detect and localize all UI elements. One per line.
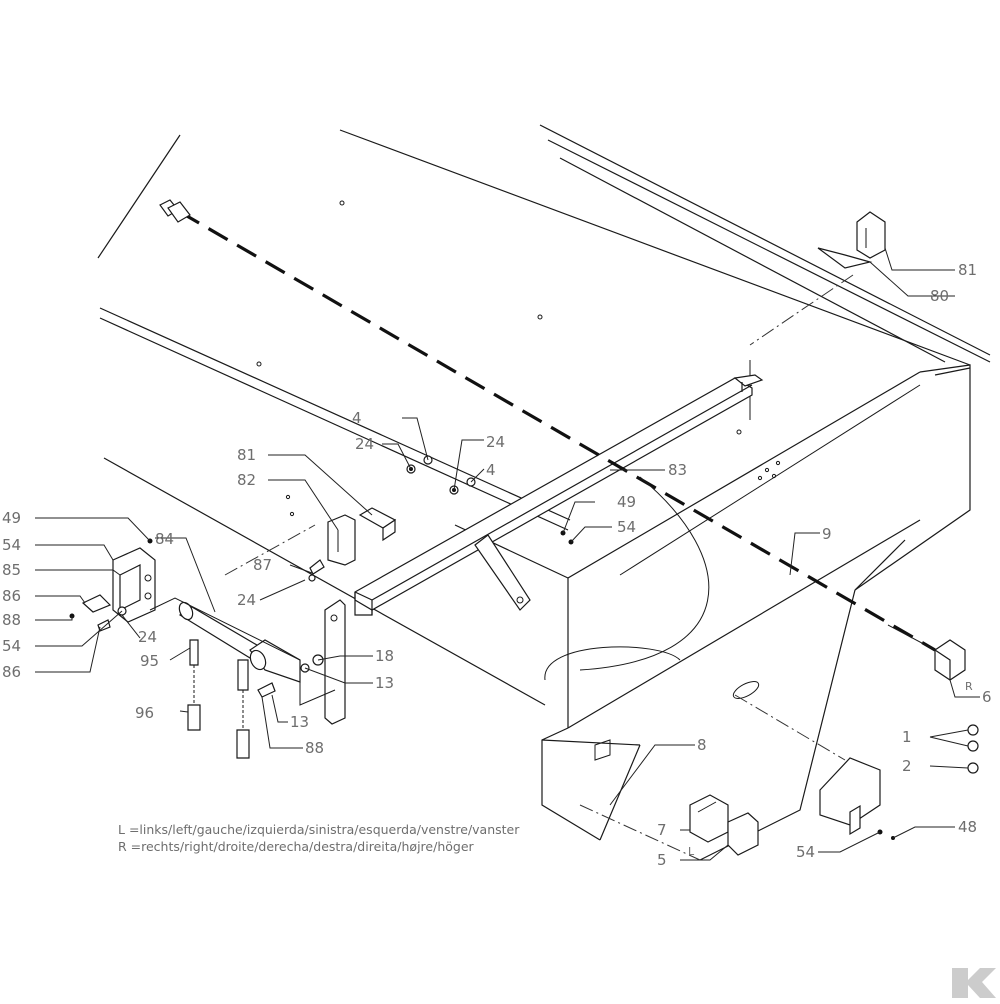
callout-84: 85 (2, 561, 21, 579)
callout-4: 4 (352, 409, 362, 427)
callout-96: 96 (135, 704, 154, 722)
callout-leaders (35, 247, 980, 861)
callout-49: 49 (617, 493, 636, 511)
callout-54: 54 (2, 637, 21, 655)
callout-6-right-marker: R (965, 680, 973, 693)
bracket-81-center (327, 507, 397, 566)
legend-right: R =rechts/right/droite/derecha/destra/di… (118, 839, 475, 854)
callout-24: 24 (355, 435, 374, 453)
shaft-centerline (179, 210, 936, 652)
callout-4: 4 (486, 461, 496, 479)
drive-tube-82 (354, 374, 764, 616)
callout-5: 5 (657, 851, 667, 869)
lamp-left-5 (594, 739, 759, 856)
callout-83: 84 (155, 530, 174, 548)
callout-54: 54 (617, 518, 636, 536)
callout-54: 54 (2, 536, 21, 554)
legend-left: L =links/left/gauche/izquierda/sinistra/… (118, 822, 520, 837)
callout-8: 8 (697, 736, 707, 754)
callout-labels: 4 24 24 4 49 54 9 81 80 81 82 83 84 49 5… (2, 261, 992, 869)
callout-13: 13 (290, 713, 309, 731)
callout-24: 24 (237, 591, 256, 609)
callout-13: 13 (375, 674, 394, 692)
callout-9: 9 (822, 525, 832, 543)
callout-87: 88 (2, 611, 21, 629)
callout-2: 2 (902, 757, 912, 775)
callout-95: 95 (140, 652, 159, 670)
side-legend: L =links/left/gauche/izquierda/sinistra/… (118, 822, 520, 854)
left-bracket-84 (81, 547, 156, 623)
reflector-bracket (819, 757, 881, 836)
assembly-centerlines (224, 274, 854, 861)
pivot-tube-83 (149, 597, 336, 706)
callout-48: 48 (958, 818, 977, 836)
callout-1: 1 (902, 728, 912, 746)
hose-fittings (187, 639, 250, 759)
callout-82: 83 (668, 461, 687, 479)
brand-k-logo-icon (952, 968, 996, 998)
bracket-81-right (817, 211, 886, 269)
callout-7: 7 (657, 821, 667, 839)
callout-18: 18 (375, 647, 394, 665)
small-items-1-2 (967, 724, 979, 774)
callout-24: 24 (138, 628, 157, 646)
callout-81: 81 (958, 261, 977, 279)
callout-54: 54 (796, 843, 815, 861)
callout-88: 88 (305, 739, 324, 757)
callout-86: 87 (253, 556, 272, 574)
lamp-right-6 (934, 639, 966, 681)
hopper-body (97, 124, 991, 861)
callout-80: 81 (237, 446, 256, 464)
callout-5-left-marker: L (688, 845, 695, 858)
support-plate (324, 599, 346, 725)
callout-6: 6 (982, 688, 992, 706)
callout-49: 49 (2, 509, 21, 527)
callout-81: 82 (237, 471, 256, 489)
callout-24: 24 (486, 433, 505, 451)
callout-86: 86 (2, 663, 21, 681)
shaft-end-fitting (159, 199, 191, 223)
callout-85: 86 (2, 587, 21, 605)
callout-80: 80 (930, 287, 949, 305)
